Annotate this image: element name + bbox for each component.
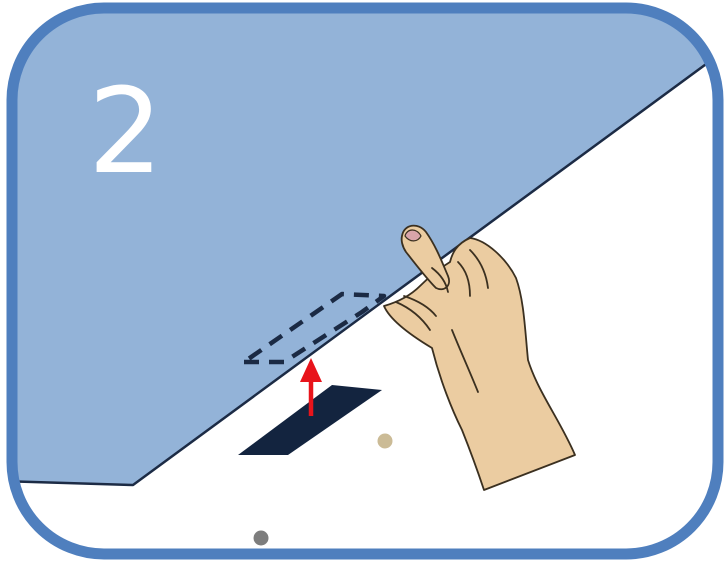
dashed-outline-icon xyxy=(241,291,387,365)
hand-lifting-panel-icon xyxy=(383,224,576,491)
gray-dot xyxy=(253,530,269,546)
slot-opening xyxy=(238,385,382,455)
tan-dot xyxy=(377,433,393,449)
up-arrow-icon xyxy=(300,358,322,416)
step-number: 2 xyxy=(88,62,163,200)
frame-border xyxy=(6,2,724,560)
